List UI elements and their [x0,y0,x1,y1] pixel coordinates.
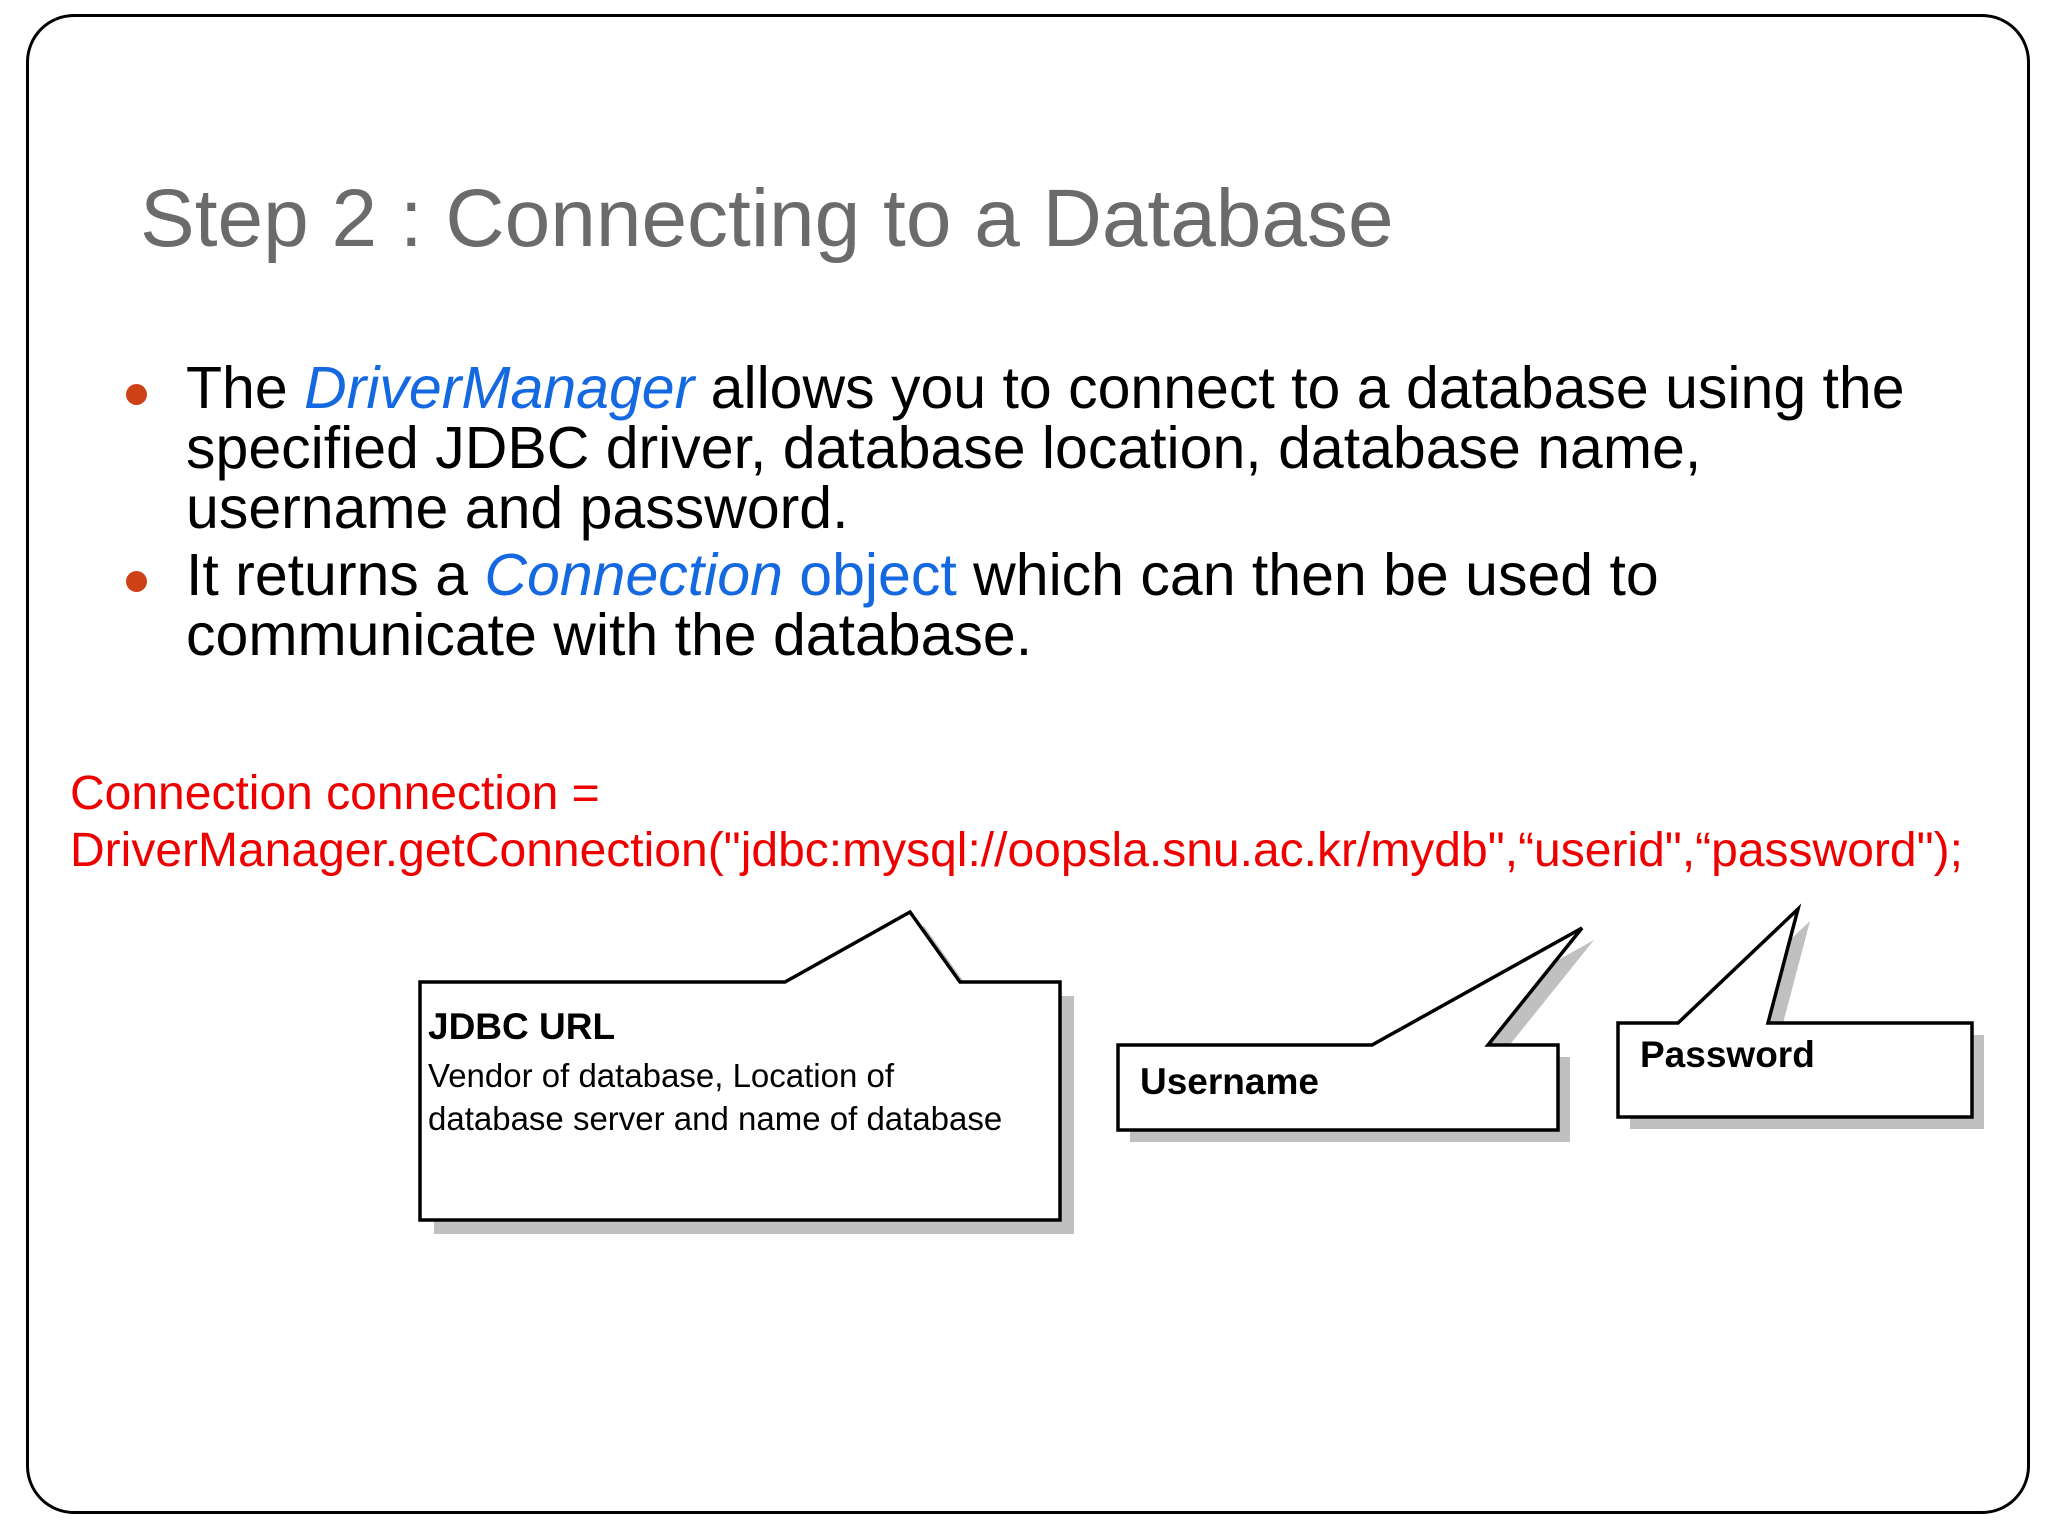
callout-outline [1116,926,1584,1132]
callout-username: Username [1110,900,1594,1150]
bullet-dot-icon [126,570,147,592]
code-snippet: Connection connection = DriverManager.ge… [70,766,1970,879]
callout-password-label: Password [1640,1034,1815,1075]
callout-password-content: Password [1640,1034,1980,1076]
bullet2-word-object: object [782,541,957,608]
bullet-text: The DriverManager allows you to connect … [186,355,1905,541]
callout-username-label: Username [1140,1061,1319,1102]
bullet1-keyword-drivermanager: DriverManager [304,355,695,421]
bullet2-part1: It returns a [186,541,485,608]
callout-jdbc-url-title: JDBC URL [428,1006,616,1047]
code-line-2: DriverManager.getConnection("jdbc:mysql:… [70,823,1963,877]
callout-outline [418,909,1062,1222]
callout-jdbc-url: JDBC URL Vendor of database, Location of… [400,900,1080,1250]
code-line-1: Connection connection = [70,767,600,820]
list-item: The DriverManager allows you to connect … [108,358,1968,539]
callout-password: Password [1590,895,2010,1145]
callout-outline [1616,903,1974,1119]
callout-jdbc-url-shape [418,909,1074,1234]
bullet-list: The DriverManager allows you to connect … [108,358,1968,671]
bullet2-part4: which can then be used to communicate wi… [186,541,1659,668]
callout-username-content: Username [1140,1061,1540,1103]
callout-username-shape [1116,926,1594,1142]
bullet-text: It returns a Connection object which can… [186,542,1659,668]
bullet2-keyword-connection: Connection [484,541,783,608]
slide-border [26,14,2030,1514]
bullet1-part3: allows you to connect to a database usin… [186,355,1905,542]
page-title: Step 2 : Connecting to a Database [140,173,1394,264]
callout-jdbc-url-content: JDBC URL Vendor of database, Location of… [428,1005,1028,1140]
list-item: It returns a Connection object which can… [108,542,1968,668]
bullet-dot-icon [126,384,147,405]
callout-password-shape [1616,903,1984,1129]
callout-jdbc-url-description: Vendor of database, Location of database… [428,1056,1003,1137]
bullet1-part1: The [186,355,305,421]
